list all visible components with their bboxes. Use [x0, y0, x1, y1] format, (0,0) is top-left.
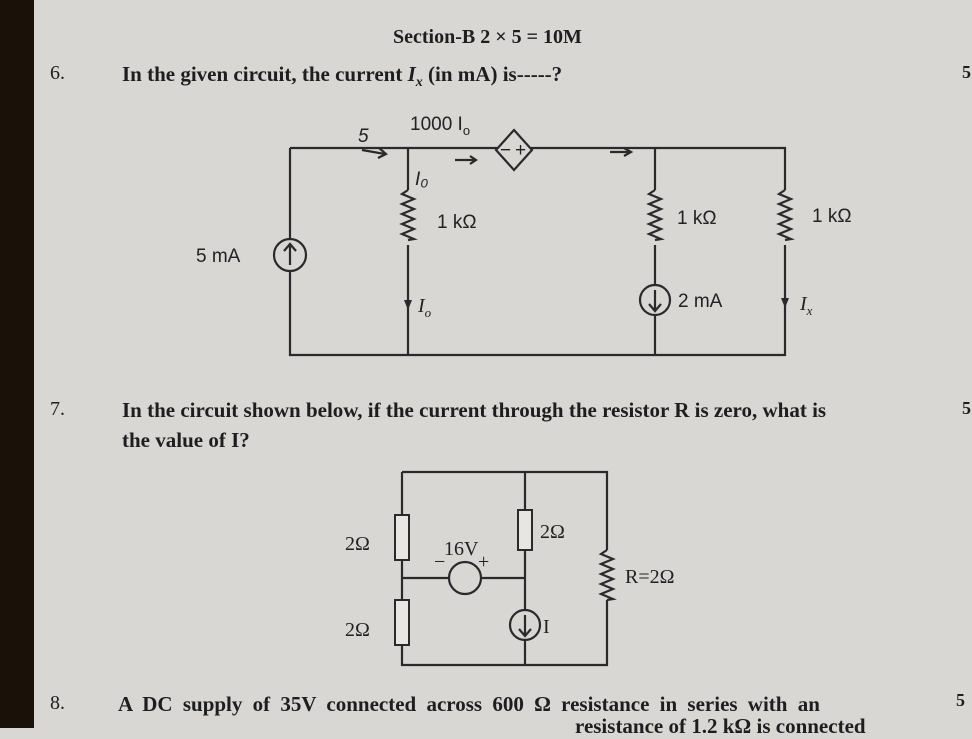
r-left-bottom-label: 2Ω: [345, 619, 370, 641]
arrow-icon: [610, 147, 634, 157]
marks-8: 5: [956, 690, 965, 710]
r-mid-label: 2Ω: [540, 521, 565, 543]
q6-text-b: (in mA) is-----?: [422, 62, 563, 86]
arrow-down-icon: [404, 300, 412, 310]
dep-plus: +: [515, 140, 526, 161]
ix-label: Ix: [799, 293, 813, 318]
ix-main: I: [799, 293, 808, 315]
resistor-left-bottom: [394, 599, 410, 646]
arrow-up-icon: [283, 242, 297, 265]
io-sub: o: [425, 305, 432, 320]
handwritten-5: 5: [358, 126, 369, 147]
marks-6: 5: [962, 62, 971, 82]
resistor-2: [646, 189, 665, 242]
wires: [288, 146, 787, 357]
q6-sub: x: [415, 75, 423, 91]
source-label: 5 mA: [196, 246, 241, 267]
dep-label-sub: o: [463, 123, 470, 138]
section-header: Section-B 2 × 5 = 10M: [393, 26, 582, 48]
r1-label: 1 kΩ: [437, 212, 477, 233]
cs2-label: 2 mA: [678, 291, 723, 312]
dark-border: [0, 0, 34, 728]
wires: [400, 470, 609, 667]
ix-sub: x: [806, 303, 813, 318]
current-source-5ma: [272, 237, 308, 273]
resistor-1: [399, 189, 418, 242]
dependent-voltage-source: [494, 128, 534, 172]
r2-label: 1 kΩ: [677, 208, 717, 229]
r-right-label: R=2Ω: [625, 566, 674, 588]
dep-label-main: 1000 I: [410, 114, 463, 135]
resistor-mid: [517, 509, 533, 551]
arrow-down-icon: [648, 290, 662, 313]
r3-label: 1 kΩ: [812, 206, 852, 227]
current-source-i: [508, 608, 542, 642]
question-6-text: In the given circuit, the current Ix (in…: [122, 62, 562, 91]
question-8-line2: resistance of 1.2 kΩ is connected: [575, 714, 866, 738]
circuit-2: 2Ω 2Ω 2Ω 16V + − I R=2Ω: [345, 470, 674, 667]
question-7-line1: In the circuit shown below, if the curre…: [122, 398, 827, 422]
arrow-down-icon: [781, 298, 789, 308]
q6-var: I: [407, 62, 416, 86]
io-label: Io: [417, 295, 432, 320]
question-8-line1: A DC supply of 35V connected across 600 …: [118, 692, 820, 716]
dependent-source-label: 1000 Io: [410, 114, 470, 138]
branch-wires: [406, 148, 657, 355]
handwritten-io: I₀: [415, 169, 428, 190]
io-main: I: [417, 295, 426, 317]
current-source-2ma: [638, 283, 672, 317]
vs-label: 16V: [444, 538, 479, 560]
vs-minus: −: [434, 551, 445, 573]
cs-label: I: [543, 616, 550, 638]
question-number-6: 6.: [50, 62, 65, 84]
resistor-r: [598, 549, 617, 602]
marks-7: 5: [962, 398, 971, 418]
vs-plus: +: [478, 551, 489, 573]
question-7-line2: the value of I?: [122, 428, 250, 452]
r-left-top-label: 2Ω: [345, 533, 370, 555]
q6-text-a: In the given circuit, the current: [122, 62, 408, 86]
dep-minus: −: [500, 140, 511, 161]
arrow-icon: [361, 147, 388, 159]
arrow-icon: [455, 155, 478, 165]
question-number-7: 7.: [50, 398, 65, 420]
resistor-left-top: [394, 514, 410, 561]
circuit-1: 5 mA − + 1000 Io 5 I₀ 1 kΩ Io 1 kΩ 2 mA …: [196, 114, 852, 357]
arrow-down-icon: [518, 615, 532, 638]
resistor-3: [776, 189, 795, 242]
voltage-source-16v: [447, 560, 483, 596]
question-number-8: 8.: [50, 692, 65, 714]
